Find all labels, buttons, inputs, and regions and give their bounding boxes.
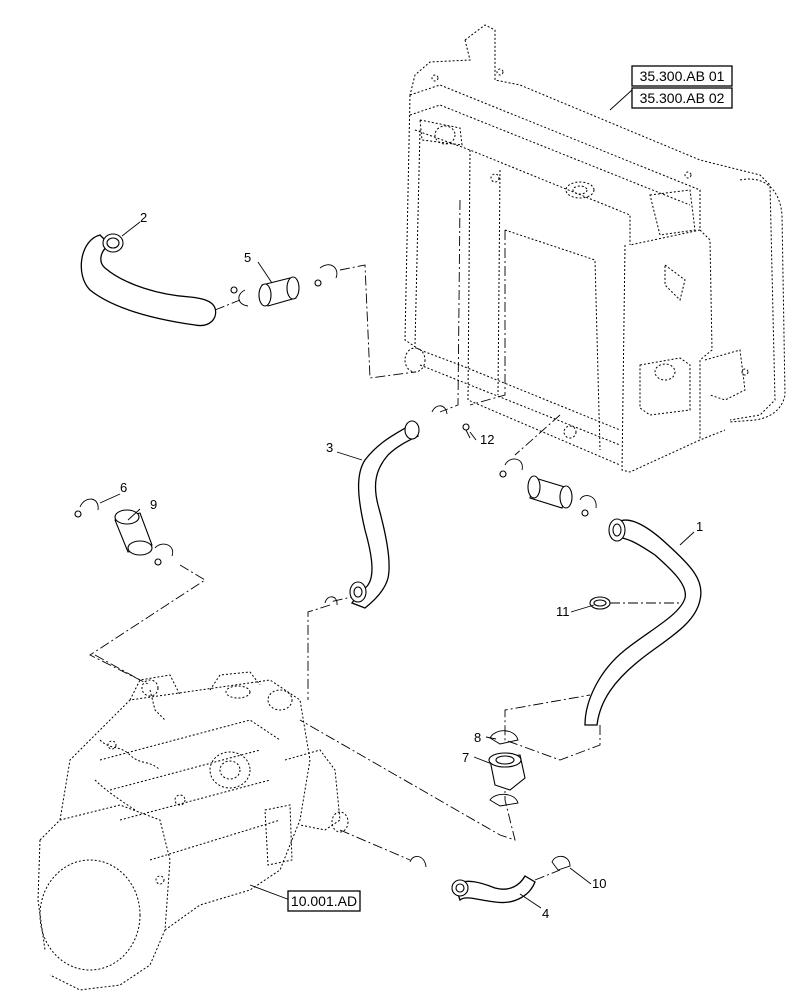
ref-box-2: [631, 87, 733, 109]
callout-9: 9: [150, 497, 157, 512]
hose-1: [584, 518, 702, 726]
callout-numbers: 1 2 3 4 5 6 7 8 9 10 11 12: [120, 210, 703, 921]
callout-5: 5: [244, 250, 251, 265]
callout-6: 6: [120, 480, 127, 495]
clamp-6: [74, 498, 99, 518]
fastener-12: [462, 423, 471, 439]
hose-2: [80, 233, 217, 327]
ref-label-radiator-1: 35.300.AB 01: [640, 68, 725, 84]
callout-leaders: [99, 221, 695, 909]
coupler-5: [230, 264, 338, 307]
hose-4: [409, 856, 536, 904]
ref-box-engine: [287, 890, 361, 912]
ref-box-1: [631, 65, 733, 87]
hose-3: [324, 405, 448, 609]
hose-9: [114, 509, 174, 566]
radiator-reference-labels: 35.300.AB 01 35.300.AB 02: [609, 65, 733, 111]
callout-3: 3: [326, 440, 333, 455]
callout-7: 7: [462, 750, 469, 765]
callout-4: 4: [542, 906, 549, 921]
engine-reference-label: 10.001.AD: [249, 884, 361, 912]
thermostat-7: [488, 752, 526, 791]
coupler-right: [499, 458, 597, 517]
callout-10: 10: [592, 876, 606, 891]
clamp-10: [551, 855, 571, 871]
callout-2: 2: [140, 210, 147, 225]
callout-12: 12: [480, 432, 494, 447]
clip-11: [589, 596, 611, 610]
engine-assembly: [37, 671, 349, 991]
clamp-8: [489, 730, 519, 807]
callout-1: 1: [696, 519, 703, 534]
callout-11: 11: [556, 604, 570, 619]
ref-label-engine: 10.001.AD: [291, 893, 357, 909]
callout-8: 8: [474, 730, 481, 745]
ref-label-radiator-2: 35.300.AB 02: [640, 90, 725, 106]
